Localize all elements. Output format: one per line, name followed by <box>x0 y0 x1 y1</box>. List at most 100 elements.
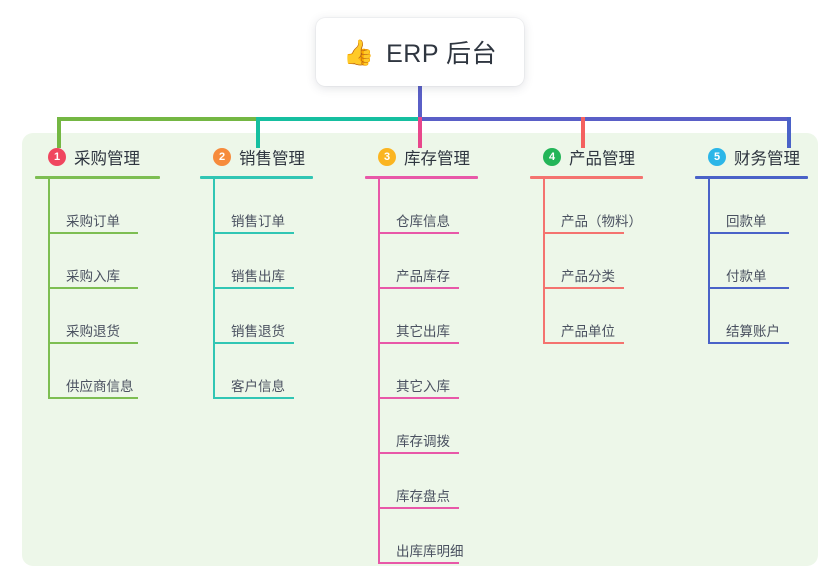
column-5: 5 财务管理回款单付款单结算账户 <box>695 144 808 344</box>
list-item-label: 其它入库 <box>396 379 450 394</box>
list-item-label: 销售订单 <box>231 214 285 229</box>
list-item[interactable]: 采购订单 <box>48 179 160 234</box>
column-title: 库存管理 <box>404 150 470 168</box>
list-item-label: 采购入库 <box>66 269 120 284</box>
list-item-underline <box>378 287 459 289</box>
column-underline <box>695 176 808 179</box>
list-item-label: 销售出库 <box>231 269 285 284</box>
list-item-underline <box>708 287 789 289</box>
thumbs-up-icon: 👍 <box>342 38 375 67</box>
list-item[interactable]: 销售退货 <box>213 289 313 344</box>
list-item-label: 付款单 <box>726 269 767 284</box>
list-item-label: 结算账户 <box>726 324 780 339</box>
list-item[interactable]: 供应商信息 <box>48 344 160 399</box>
list-item[interactable]: 库存调拨 <box>378 399 478 454</box>
list-item-label: 采购退货 <box>66 324 120 339</box>
list-item-label: 出库库明细 <box>396 544 464 559</box>
list-item-label: 库存盘点 <box>396 489 450 504</box>
column-badge-icon: 4 <box>543 148 561 166</box>
list-item-label: 产品（物料） <box>561 214 642 229</box>
list-item-underline <box>48 342 138 344</box>
column-badge-icon: 2 <box>213 148 231 166</box>
column-spine <box>543 179 545 343</box>
list-item[interactable]: 回款单 <box>708 179 808 234</box>
list-item[interactable]: 产品（物料） <box>543 179 643 234</box>
column-underline <box>530 176 643 179</box>
list-item[interactable]: 付款单 <box>708 234 808 289</box>
list-item-label: 产品分类 <box>561 269 615 284</box>
list-item[interactable]: 库存盘点 <box>378 454 478 509</box>
column-title: 产品管理 <box>569 150 635 168</box>
list-item[interactable]: 产品分类 <box>543 234 643 289</box>
list-item-label: 库存调拨 <box>396 434 450 449</box>
column-1: 1 采购管理采购订单采购入库采购退货供应商信息 <box>35 144 160 399</box>
list-item[interactable]: 销售订单 <box>213 179 313 234</box>
column-underline <box>200 176 313 179</box>
column-title: 销售管理 <box>239 150 305 168</box>
diagram-background-panel <box>22 133 818 566</box>
root-node-title: ERP 后台 <box>386 40 498 68</box>
column-items: 销售订单销售出库销售退货客户信息 <box>200 179 313 399</box>
list-item-label: 回款单 <box>726 214 767 229</box>
list-item-underline <box>378 507 459 509</box>
list-item-underline <box>378 452 459 454</box>
column-2: 2 销售管理销售订单销售出库销售退货客户信息 <box>200 144 313 399</box>
column-header-4[interactable]: 4 产品管理 <box>530 144 643 170</box>
root-node[interactable]: 👍 ERP 后台 <box>316 18 524 86</box>
list-item-label: 其它出库 <box>396 324 450 339</box>
column-4: 4 产品管理产品（物料） 产品分类产品单位 <box>530 144 643 344</box>
list-item-underline <box>378 562 459 564</box>
list-item[interactable]: 采购入库 <box>48 234 160 289</box>
list-item-underline <box>213 397 294 399</box>
list-item[interactable]: 结算账户 <box>708 289 808 344</box>
list-item-label: 采购订单 <box>66 214 120 229</box>
list-item-label: 仓库信息 <box>396 214 450 229</box>
list-item-underline <box>543 342 624 344</box>
list-item-underline <box>48 287 138 289</box>
column-items: 产品（物料） 产品分类产品单位 <box>530 179 643 344</box>
column-header-5[interactable]: 5 财务管理 <box>695 144 808 170</box>
column-underline <box>35 176 160 179</box>
column-badge-icon: 3 <box>378 148 396 166</box>
list-item-label: 产品单位 <box>561 324 615 339</box>
list-item-label: 产品库存 <box>396 269 450 284</box>
list-item[interactable]: 仓库信息 <box>378 179 478 234</box>
column-items: 回款单付款单结算账户 <box>695 179 808 344</box>
column-title: 财务管理 <box>734 150 800 168</box>
column-header-2[interactable]: 2 销售管理 <box>200 144 313 170</box>
list-item-underline <box>213 232 294 234</box>
list-item-underline <box>708 232 789 234</box>
list-item-underline <box>543 232 624 234</box>
column-spine <box>708 179 710 343</box>
list-item-label: 供应商信息 <box>66 379 134 394</box>
list-item-label: 客户信息 <box>231 379 285 394</box>
column-items: 仓库信息产品库存其它出库其它入库库存调拨库存盘点出库库明细 <box>365 179 478 564</box>
list-item-underline <box>213 342 294 344</box>
list-item-underline <box>543 287 624 289</box>
list-item-underline <box>213 287 294 289</box>
list-item[interactable]: 其它出库 <box>378 289 478 344</box>
column-items: 采购订单采购入库采购退货供应商信息 <box>35 179 160 399</box>
column-3: 3 库存管理仓库信息产品库存其它出库其它入库库存调拨库存盘点出库库明细 <box>365 144 478 564</box>
list-item-underline <box>708 342 789 344</box>
list-item-underline <box>378 397 459 399</box>
column-header-3[interactable]: 3 库存管理 <box>365 144 478 170</box>
root-node-content: 👍 ERP 后台 <box>343 34 497 70</box>
list-item-underline <box>378 342 459 344</box>
list-item[interactable]: 采购退货 <box>48 289 160 344</box>
list-item[interactable]: 产品单位 <box>543 289 643 344</box>
column-badge-icon: 5 <box>708 148 726 166</box>
list-item-underline <box>48 397 138 399</box>
list-item-label: 销售退货 <box>231 324 285 339</box>
list-item[interactable]: 出库库明细 <box>378 509 478 564</box>
column-underline <box>365 176 478 179</box>
list-item-underline <box>378 232 459 234</box>
list-item[interactable]: 客户信息 <box>213 344 313 399</box>
list-item[interactable]: 其它入库 <box>378 344 478 399</box>
column-header-1[interactable]: 1 采购管理 <box>35 144 160 170</box>
list-item[interactable]: 产品库存 <box>378 234 478 289</box>
column-title: 采购管理 <box>74 150 140 168</box>
column-badge-icon: 1 <box>48 148 66 166</box>
list-item-underline <box>48 232 138 234</box>
list-item[interactable]: 销售出库 <box>213 234 313 289</box>
